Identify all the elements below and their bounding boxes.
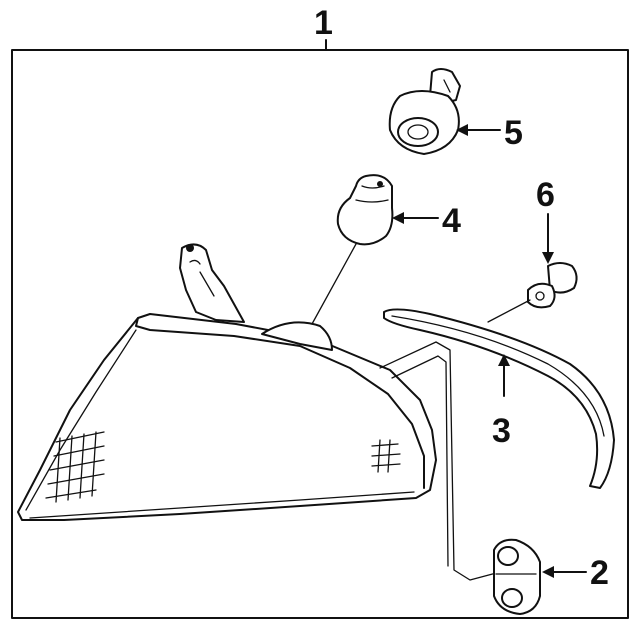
callout-3: 3 bbox=[492, 412, 511, 450]
lamp-assembly bbox=[17, 243, 501, 581]
callout-arrows bbox=[392, 124, 587, 578]
bulb bbox=[311, 174, 394, 325]
callout-4: 4 bbox=[442, 202, 461, 240]
bulb-socket bbox=[388, 68, 461, 155]
molding-strip bbox=[383, 308, 615, 489]
callout-1: 1 bbox=[314, 4, 333, 42]
callout-2: 2 bbox=[590, 554, 609, 592]
bracket bbox=[493, 538, 541, 615]
assembly-frame bbox=[11, 49, 629, 619]
callout-5: 5 bbox=[504, 114, 523, 152]
callout-6: 6 bbox=[536, 176, 555, 214]
clip bbox=[487, 262, 578, 323]
